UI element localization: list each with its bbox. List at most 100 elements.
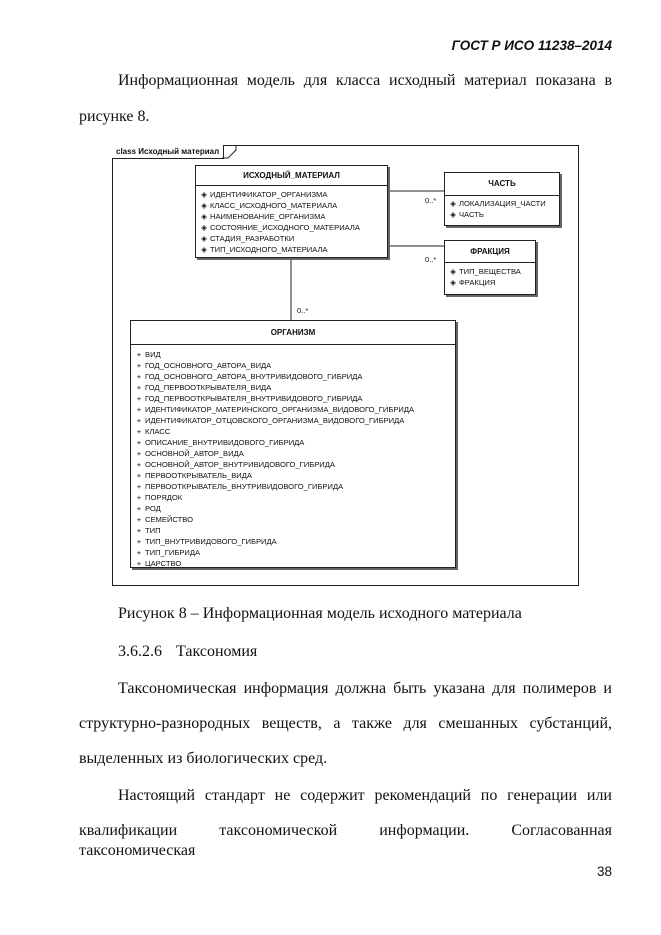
- attribute-row: +ЦАРСТВО: [133, 558, 455, 569]
- paragraph-2-line-1: Настоящий стандарт не содержит рекоменда…: [118, 787, 612, 804]
- paragraph-1-line-2: структурно-разнородных веществ, а также …: [79, 715, 612, 732]
- attribute-name: ИДЕНТИФИКАТОР_ОТЦОВСКОГО_ОРГАНИЗМА_ВИДОВ…: [145, 416, 405, 425]
- attribute-row: +ОСНОВНОЙ_АВТОР_ВНУТРИВИДОВОГО_ГИБРИДА: [133, 459, 455, 470]
- attribute-marker-icon: +: [136, 438, 142, 447]
- attribute-marker-icon: ◈: [450, 210, 456, 219]
- attribute-row: ◈ЛОКАЛИЗАЦИЯ_ЧАСТИ: [447, 198, 559, 209]
- attribute-name: ТИП_ГИБРИДА: [145, 548, 201, 557]
- class-name: ЧАСТЬ: [445, 173, 559, 196]
- attribute-name: КЛАСС_ИСХОДНОГО_МАТЕРИАЛА: [210, 201, 338, 210]
- class-source-material[interactable]: ИСХОДНЫЙ_МАТЕРИАЛ ◈ИДЕНТИФИКАТОР_ОРГАНИЗ…: [195, 165, 388, 258]
- class-fraction[interactable]: ФРАКЦИЯ ◈ТИП_ВЕЩЕСТВА ◈ФРАКЦИЯ: [444, 240, 536, 295]
- attribute-name: ГОД_ОСНОВНОГО_АВТОРА_ВИДА: [145, 361, 272, 370]
- multiplicity-organism: 0..*: [297, 306, 309, 315]
- attribute-row: ◈ТИП_ИСХОДНОГО_МАТЕРИАЛА: [198, 244, 387, 255]
- attribute-name: ВИД: [145, 350, 161, 359]
- attribute-name: ПЕРВООТКРЫВАТЕЛЬ_ВИДА: [145, 471, 252, 480]
- attribute-marker-icon: ◈: [450, 199, 456, 208]
- attribute-row: ◈СОСТОЯНИЕ_ИСХОДНОГО_МАТЕРИАЛА: [198, 222, 387, 233]
- attribute-marker-icon: ◈: [201, 212, 207, 221]
- attribute-row: +РОД: [133, 503, 455, 514]
- attribute-marker-icon: +: [136, 548, 142, 557]
- attribute-name: ТИП_ВНУТРИВИДОВОГО_ГИБРИДА: [145, 537, 277, 546]
- attribute-list: ◈ЛОКАЛИЗАЦИЯ_ЧАСТИ ◈ЧАСТЬ: [445, 196, 559, 220]
- attribute-name: СТАДИЯ_РАЗРАБОТКИ: [210, 234, 295, 243]
- attribute-name: ЛОКАЛИЗАЦИЯ_ЧАСТИ: [459, 199, 546, 208]
- attribute-row: +ОПИСАНИЕ_ВНУТРИВИДОВОГО_ГИБРИДА: [133, 437, 455, 448]
- attribute-row: ◈ИДЕНТИФИКАТОР_ОРГАНИЗМА: [198, 189, 387, 200]
- attribute-row: ◈КЛАСС_ИСХОДНОГО_МАТЕРИАЛА: [198, 200, 387, 211]
- attribute-row: +ПЕРВООТКРЫВАТЕЛЬ_ВНУТРИВИДОВОГО_ГИБРИДА: [133, 481, 455, 492]
- attribute-row: +ГОД_ОСНОВНОГО_АВТОРА_ВНУТРИВИДОВОГО_ГИБ…: [133, 371, 455, 382]
- attribute-name: ПЕРВООТКРЫВАТЕЛЬ_ВНУТРИВИДОВОГО_ГИБРИДА: [145, 482, 344, 491]
- attribute-name: ГОД_ПЕРВООТКРЫВАТЕЛЯ_ВНУТРИВИДОВОГО_ГИБР…: [145, 394, 363, 403]
- paragraph-2-line-2: квалификации таксономической информации.…: [79, 822, 612, 859]
- attribute-marker-icon: ◈: [201, 190, 207, 199]
- attribute-marker-icon: +: [136, 482, 142, 491]
- diagram-frame-label: class Исходный материал: [112, 145, 225, 159]
- intro-line-1: Информационная модель для класса исходны…: [118, 72, 612, 89]
- attribute-name: ИДЕНТИФИКАТОР_ОРГАНИЗМА: [210, 190, 328, 199]
- attribute-row: +ГОД_ПЕРВООТКРЫВАТЕЛЯ_ВИДА: [133, 382, 455, 393]
- attribute-row: +ИДЕНТИФИКАТОР_ОТЦОВСКОГО_ОРГАНИЗМА_ВИДО…: [133, 415, 455, 426]
- attribute-marker-icon: +: [136, 427, 142, 436]
- class-part[interactable]: ЧАСТЬ ◈ЛОКАЛИЗАЦИЯ_ЧАСТИ ◈ЧАСТЬ: [444, 172, 560, 226]
- class-organism[interactable]: ОРГАНИЗМ +ВИД +ГОД_ОСНОВНОГО_АВТОРА_ВИДА…: [130, 320, 456, 568]
- intro-line-2: рисунке 8.: [79, 108, 150, 125]
- class-name: ФРАКЦИЯ: [445, 241, 535, 263]
- attribute-name: РОД: [145, 504, 161, 513]
- attribute-name: ОСНОВНОЙ_АВТОР_ВИДА: [145, 449, 244, 458]
- attribute-marker-icon: ◈: [450, 267, 456, 276]
- attribute-marker-icon: +: [136, 493, 142, 502]
- attribute-marker-icon: +: [136, 350, 142, 359]
- attribute-name: ЧАСТЬ: [459, 210, 484, 219]
- attribute-name: НАИМЕНОВАНИЕ_ОРГАНИЗМА: [210, 212, 326, 221]
- attribute-name: ЦАРСТВО: [145, 559, 182, 568]
- attribute-row: +ОСНОВНОЙ_АВТОР_ВИДА: [133, 448, 455, 459]
- attribute-marker-icon: +: [136, 504, 142, 513]
- figure-caption: Рисунок 8 – Информационная модель исходн…: [118, 605, 522, 622]
- attribute-list: ◈ИДЕНТИФИКАТОР_ОРГАНИЗМА ◈КЛАСС_ИСХОДНОГ…: [196, 186, 387, 255]
- attribute-marker-icon: +: [136, 559, 142, 568]
- attribute-row: +ПОРЯДОК: [133, 492, 455, 503]
- attribute-marker-icon: +: [136, 515, 142, 524]
- attribute-marker-icon: ◈: [201, 223, 207, 232]
- attribute-row: +ТИП_ГИБРИДА: [133, 547, 455, 558]
- page-number: 38: [596, 864, 612, 879]
- attribute-row: +ПЕРВООТКРЫВАТЕЛЬ_ВИДА: [133, 470, 455, 481]
- attribute-name: ГОД_ОСНОВНОГО_АВТОРА_ВНУТРИВИДОВОГО_ГИБР…: [145, 372, 363, 381]
- attribute-marker-icon: +: [136, 383, 142, 392]
- attribute-row: ◈СТАДИЯ_РАЗРАБОТКИ: [198, 233, 387, 244]
- uml-diagram-frame: [112, 145, 579, 586]
- attribute-marker-icon: +: [136, 449, 142, 458]
- attribute-marker-icon: +: [136, 394, 142, 403]
- attribute-name: СОСТОЯНИЕ_ИСХОДНОГО_МАТЕРИАЛА: [210, 223, 360, 232]
- class-name: ОРГАНИЗМ: [131, 321, 455, 345]
- attribute-row: +ГОД_ОСНОВНОГО_АВТОРА_ВИДА: [133, 360, 455, 371]
- attribute-row: ◈НАИМЕНОВАНИЕ_ОРГАНИЗМА: [198, 211, 387, 222]
- attribute-row: +СЕМЕЙСТВО: [133, 514, 455, 525]
- attribute-row: +ТИП_ВНУТРИВИДОВОГО_ГИБРИДА: [133, 536, 455, 547]
- attribute-marker-icon: +: [136, 471, 142, 480]
- section-number: 3.6.2.6: [118, 643, 162, 660]
- attribute-name: СЕМЕЙСТВО: [145, 515, 193, 524]
- attribute-marker-icon: +: [136, 537, 142, 546]
- attribute-name: ИДЕНТИФИКАТОР_МАТЕРИНСКОГО_ОРГАНИЗМА_ВИД…: [145, 405, 415, 414]
- attribute-marker-icon: +: [136, 405, 142, 414]
- attribute-row: +КЛАСС: [133, 426, 455, 437]
- frame-tab-corner: [222, 145, 237, 159]
- attribute-name: ТИП: [145, 526, 161, 535]
- attribute-name: КЛАСС: [145, 427, 171, 436]
- attribute-marker-icon: +: [136, 416, 142, 425]
- attribute-row: +ИДЕНТИФИКАТОР_МАТЕРИНСКОГО_ОРГАНИЗМА_ВИ…: [133, 404, 455, 415]
- attribute-row: +ГОД_ПЕРВООТКРЫВАТЕЛЯ_ВНУТРИВИДОВОГО_ГИБ…: [133, 393, 455, 404]
- attribute-row: ◈ТИП_ВЕЩЕСТВА: [447, 266, 535, 277]
- attribute-name: ОСНОВНОЙ_АВТОР_ВНУТРИВИДОВОГО_ГИБРИДА: [145, 460, 335, 469]
- attribute-marker-icon: +: [136, 460, 142, 469]
- attribute-marker-icon: +: [136, 372, 142, 381]
- attribute-name: ТИП_ИСХОДНОГО_МАТЕРИАЛА: [210, 245, 328, 254]
- attribute-marker-icon: ◈: [201, 201, 207, 210]
- attribute-marker-icon: ◈: [201, 245, 207, 254]
- attribute-list: ◈ТИП_ВЕЩЕСТВА ◈ФРАКЦИЯ: [445, 263, 535, 288]
